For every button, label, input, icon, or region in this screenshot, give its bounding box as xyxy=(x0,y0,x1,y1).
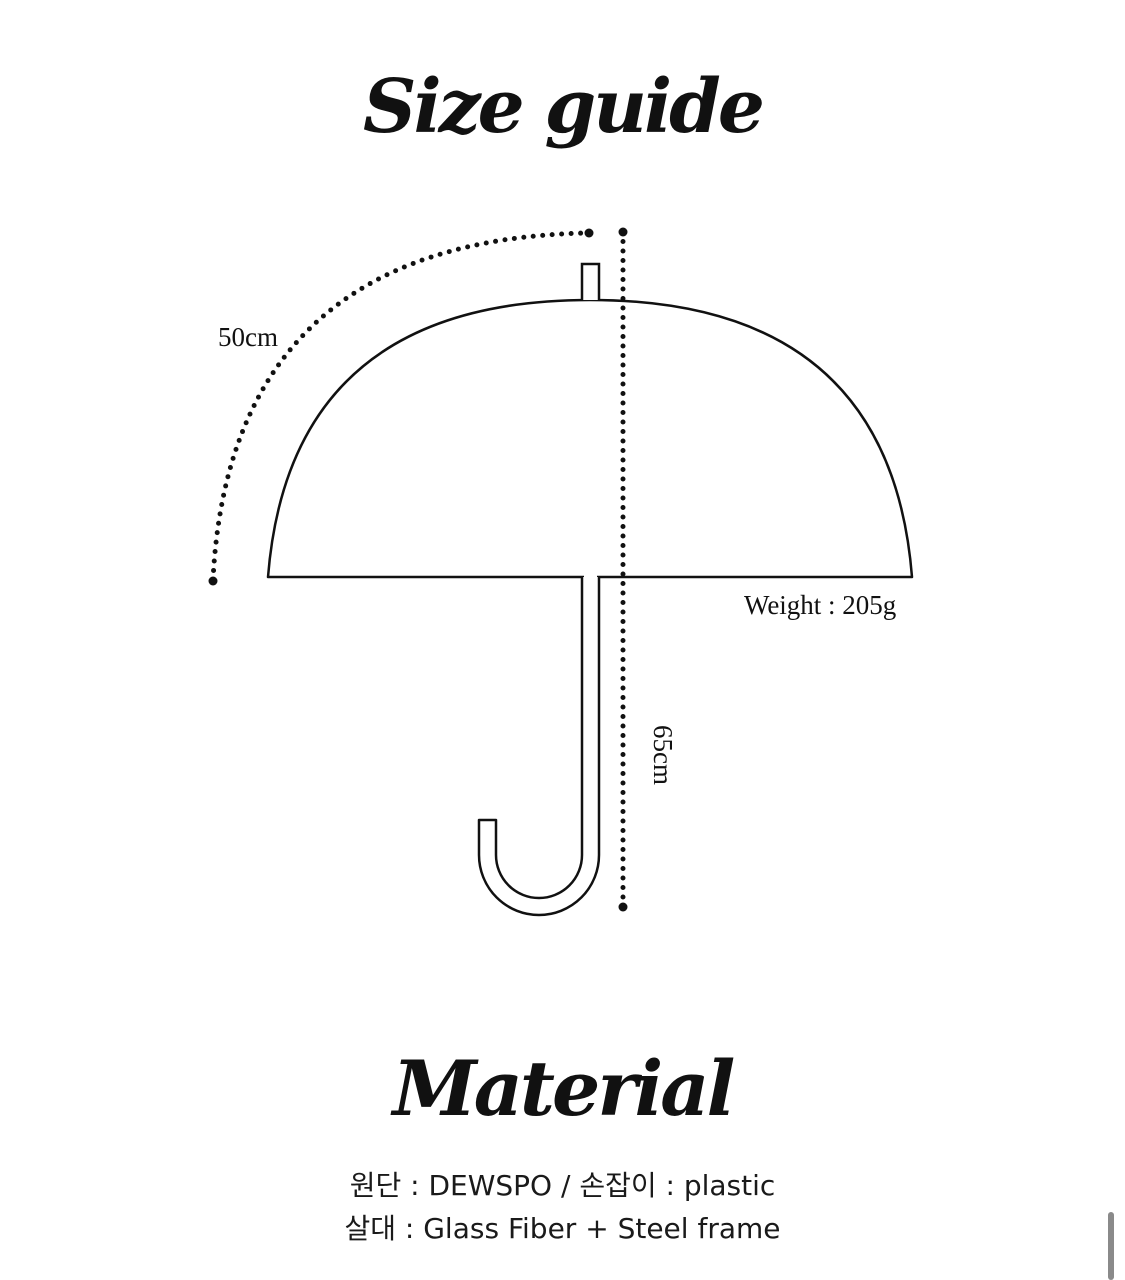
arc-measure-line xyxy=(210,230,591,583)
size-guide-title: Size guide xyxy=(363,64,765,150)
umbrella-tip xyxy=(580,262,601,300)
material-frame-text: 살대 : Glass Fiber + Steel frame xyxy=(344,1212,781,1245)
material-fabric-handle-text: 원단 : DEWSPO / 손잡이 : plastic xyxy=(349,1169,776,1202)
arc-measure-end-dot xyxy=(584,228,594,238)
arc-length-label: 50cm xyxy=(218,322,278,352)
height-label: 65cm xyxy=(648,725,678,785)
weight-label: Weight : 205g xyxy=(744,590,897,620)
height-measure-start-dot xyxy=(618,227,628,237)
umbrella-handle xyxy=(477,577,601,917)
umbrella-canopy xyxy=(266,298,914,579)
arc-measure-start-dot xyxy=(208,576,218,586)
scrollbar-thumb[interactable] xyxy=(1108,1212,1114,1280)
material-title: Material xyxy=(392,1044,736,1133)
height-measure-end-dot xyxy=(618,902,628,912)
